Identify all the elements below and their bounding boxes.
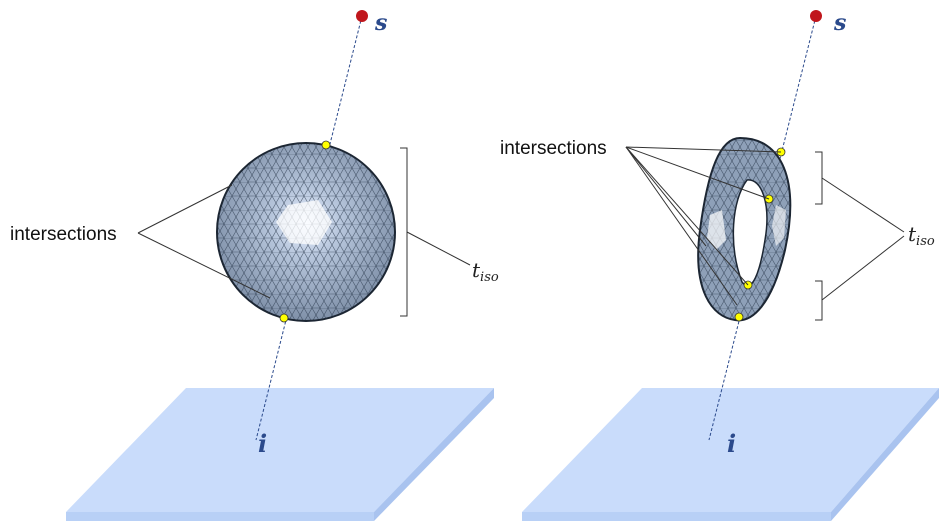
left-callout-line-1 [137,184,233,234]
right-tiso-leader-1 [821,177,905,233]
right-torus-mesh [697,136,792,322]
right-intersections-label: intersections [500,138,607,159]
left-image-plane [66,388,494,521]
left-intersection-bottom [279,313,289,323]
right-tiso-bracket-top [815,151,823,205]
right-source-point [810,10,822,22]
right-panel: s intersections tiso i [500,10,939,521]
left-ray [255,15,363,441]
left-tiso-label: tiso [472,258,499,285]
left-callout-line-2 [137,232,271,299]
left-intersections-label: intersections [10,224,117,245]
right-image-plane [522,388,939,521]
right-tiso-bracket-bottom [815,280,823,321]
left-source-label: s [374,10,387,36]
right-callout-lines [625,146,782,306]
left-tiso-bracket [400,147,408,317]
left-tiso-leader [406,231,471,266]
right-source-label: s [833,10,846,36]
left-intersection-top [321,140,331,150]
right-ray [708,15,817,441]
left-sphere-mesh [216,142,396,322]
right-tiso-label: tiso [908,222,935,249]
right-tiso-leader-2 [821,235,905,301]
left-panel: s intersections tiso i [10,10,499,521]
left-source-point [356,10,368,22]
left-image-label: i [258,429,267,458]
right-image-label: i [727,429,736,458]
right-intersection-4 [734,312,744,322]
